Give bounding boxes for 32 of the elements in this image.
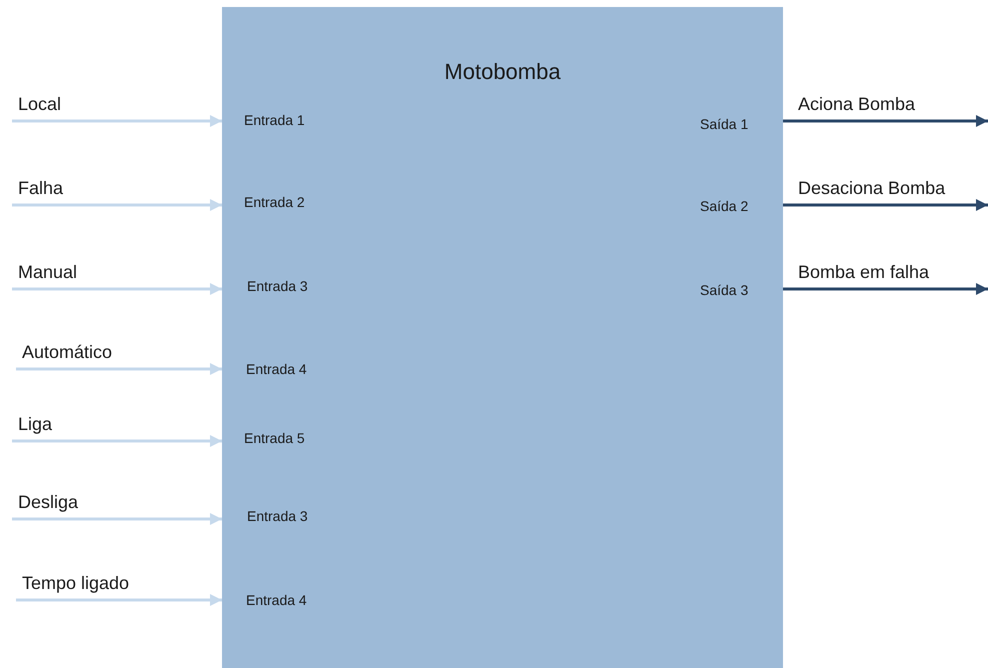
port-label: Entrada 2: [244, 193, 305, 211]
port-label: Saída 3: [700, 281, 748, 299]
arrow: [783, 115, 988, 127]
arrow: [12, 199, 222, 211]
arrow: [783, 283, 988, 295]
arrow: [12, 435, 222, 447]
signal-label: Local: [18, 93, 62, 121]
signal-label: Liga: [18, 413, 52, 441]
signal-label: Falha: [18, 177, 64, 205]
arrow: [12, 115, 222, 127]
signal-label: Tempo ligado: [22, 572, 130, 600]
signal-label: Manual: [18, 261, 78, 289]
arrow: [16, 363, 222, 375]
arrow: [12, 513, 222, 525]
port-label: Entrada 3: [247, 277, 308, 295]
function-block: [222, 7, 783, 668]
arrow: [12, 283, 222, 295]
port-label: Saída 2: [700, 197, 748, 215]
signal-label: Desaciona Bomba: [798, 177, 988, 205]
port-label: Saída 1: [700, 115, 748, 133]
signal-label: Automático: [22, 341, 112, 369]
arrow: [783, 199, 988, 211]
port-label: Entrada 4: [246, 591, 307, 609]
signal-label: Bomba em falha: [798, 261, 988, 289]
block-title: Motobomba: [444, 58, 561, 86]
port-label: Entrada 1: [244, 111, 305, 129]
port-label: Entrada 5: [244, 429, 305, 447]
signal-label: Desliga: [18, 491, 78, 519]
port-label: Entrada 3: [247, 507, 308, 525]
port-label: Entrada 4: [246, 360, 307, 378]
signal-label: Aciona Bomba: [798, 93, 988, 121]
arrow: [16, 594, 222, 606]
